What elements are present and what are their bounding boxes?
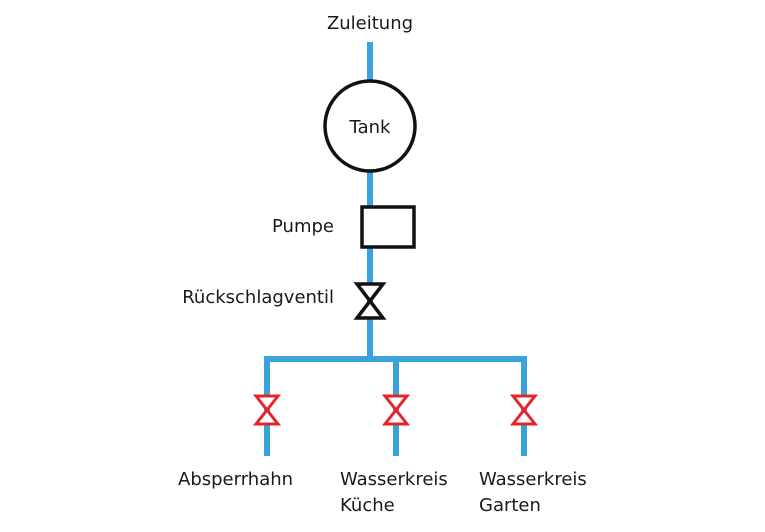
tank-label: Tank xyxy=(349,117,391,138)
shutoff-valve-2 xyxy=(381,394,411,426)
branch-label-3-line2: Garten xyxy=(479,495,541,516)
pump-label: Pumpe xyxy=(272,216,334,237)
branch-label-2-line1: Wasserkreis xyxy=(340,469,448,490)
shutoff-valve-3 xyxy=(509,394,539,426)
pump-symbol xyxy=(360,205,416,249)
branch-label-3-line1: Wasserkreis xyxy=(479,469,587,490)
branch-label-2-line2: Küche xyxy=(340,495,395,516)
tank-symbol xyxy=(323,79,417,173)
shutoff-valve-1 xyxy=(252,394,282,426)
supply-label: Zuleitung xyxy=(327,13,413,34)
check-valve-symbol xyxy=(353,282,387,320)
check-valve-label: Rückschlagventil xyxy=(182,287,334,308)
branch-label-1-line1: Absperrhahn xyxy=(178,469,293,490)
